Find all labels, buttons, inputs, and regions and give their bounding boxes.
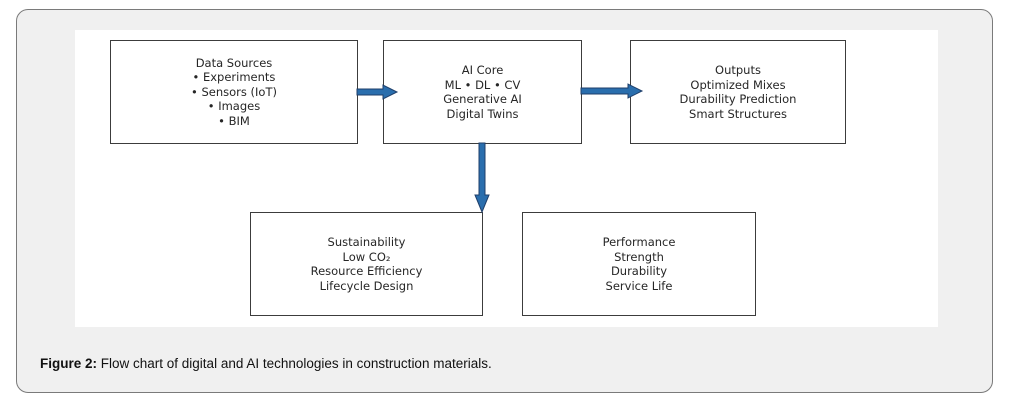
node-performance-text: Performance Strength Durability Service … (603, 235, 676, 293)
node-line: Service Life (605, 278, 673, 293)
node-line: Data Sources (195, 55, 273, 70)
node-line: Durability Prediction (679, 92, 797, 106)
caption-text: Flow chart of digital and AI technologie… (97, 356, 492, 371)
node-line: • Experiments (192, 70, 276, 85)
node-line: Generative AI (443, 92, 522, 106)
node-data-sources: Data Sources • Experiments • Sensors (Io… (110, 40, 358, 144)
node-line: Low CO₂ (342, 249, 391, 264)
node-line: Sustainability (327, 235, 406, 249)
node-line: • BIM (218, 113, 250, 128)
node-sustainability-text: Sustainability Low CO₂ Resource Efficien… (311, 235, 423, 293)
node-line: Performance (602, 235, 676, 249)
node-ai-core: AI Core ML • DL • CV Generative AI Digit… (383, 40, 582, 144)
node-line: AI Core (461, 63, 504, 77)
node-sustainability: Sustainability Low CO₂ Resource Efficien… (250, 212, 483, 316)
figure-caption: Figure 2: Flow chart of digital and AI t… (40, 356, 492, 371)
node-line: ML • DL • CV (444, 77, 521, 92)
node-data-sources-text: Data Sources • Experiments • Sensors (Io… (191, 56, 277, 129)
node-line: Digital Twins (446, 106, 519, 121)
node-line: Smart Structures (689, 106, 787, 121)
node-line: • Sensors (IoT) (191, 84, 277, 99)
node-ai-core-text: AI Core ML • DL • CV Generative AI Digit… (443, 63, 522, 121)
node-line: Lifecycle Design (319, 278, 414, 293)
node-outputs-text: Outputs Optimized Mixes Durability Predi… (680, 63, 797, 121)
node-line: Strength (614, 249, 664, 264)
node-outputs: Outputs Optimized Mixes Durability Predi… (630, 40, 846, 144)
node-line: Outputs (715, 63, 761, 77)
node-performance: Performance Strength Durability Service … (522, 212, 756, 316)
node-line: Resource Efficiency (310, 264, 423, 278)
caption-label: Figure 2: (40, 356, 98, 371)
node-line: Optimized Mixes (690, 77, 786, 92)
node-line: Durability (610, 264, 668, 278)
node-line: • Images (207, 99, 261, 114)
